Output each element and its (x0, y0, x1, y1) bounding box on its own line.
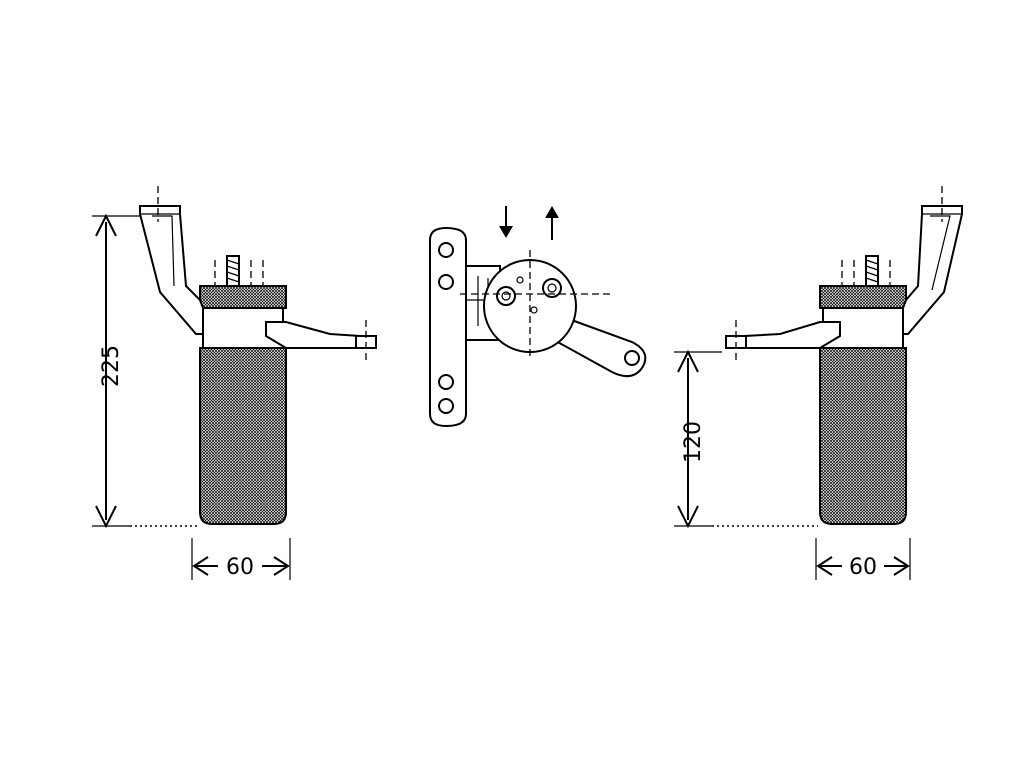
dimension-label-right-height: 120 (681, 421, 706, 463)
dimension-label-left-height: 225 (99, 345, 124, 387)
center-diagonal-arm (552, 316, 647, 378)
left-side-bracket (265, 320, 377, 360)
dimension-height-right: 120 (674, 349, 818, 529)
dimension-label-right-width: 60 (849, 555, 877, 580)
dimension-width-left: 60 (191, 538, 291, 580)
flow-out-arrow-icon (545, 206, 559, 240)
right-upper-bracket (902, 186, 963, 335)
dimension-height-left: 225 (92, 213, 198, 529)
center-top-view (429, 206, 647, 428)
left-dryer-cap (199, 285, 287, 309)
right-dryer-cap (819, 285, 907, 309)
right-view: 120 60 (674, 186, 963, 580)
left-dryer-body (199, 347, 287, 525)
left-threaded-stud (214, 255, 264, 287)
dimension-label-left-width: 60 (226, 555, 254, 580)
center-drier-disk (460, 250, 612, 356)
right-side-bracket (725, 320, 841, 360)
left-view: 225 60 (92, 186, 377, 580)
right-threaded-stud (841, 255, 891, 287)
flow-in-arrow-icon (499, 206, 513, 238)
dimension-width-right: 60 (815, 538, 911, 580)
left-upper-bracket (139, 186, 204, 335)
right-dryer-body (819, 347, 907, 525)
center-mounting-plate (429, 226, 467, 428)
